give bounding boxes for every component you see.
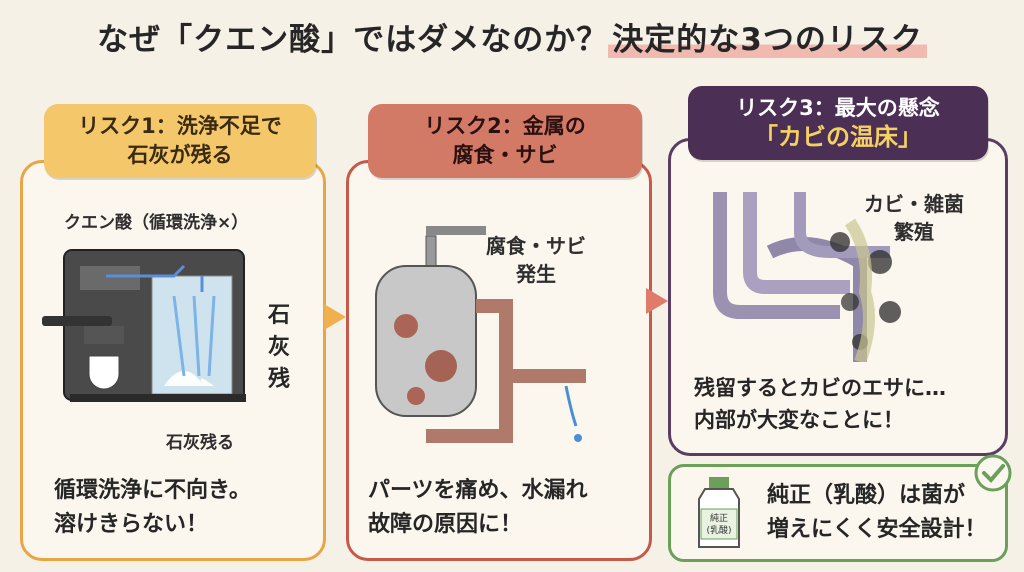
risk3-desc-line1: 残留するとカビのエサに…	[694, 376, 946, 400]
moldy-pipes-illustration	[713, 192, 901, 362]
risk2-label: 腐食・サビ 発生	[486, 232, 586, 288]
risk1-header-line2: 石灰が残る	[127, 143, 233, 167]
bottle-icon: 純正 (乳酸)	[698, 477, 740, 548]
page-title: なぜ「クエン酸」ではダメなのか？決定的な3つのリスク	[0, 14, 1024, 59]
risk2-desc-line2: 故障の原因に！	[368, 512, 523, 537]
solution-text-line1: 純正（乳酸）は菌が	[767, 483, 966, 508]
risk3-label: カビ・雑菌 繁殖	[864, 190, 964, 246]
solution-box: 純正 (乳酸) 純正（乳酸）は菌が 増えにくく安全設計！	[668, 454, 1012, 562]
risk3-header-line2: 「カビの温床」	[754, 123, 922, 151]
arrow-right-icon	[324, 304, 346, 330]
solution-text-line2: 増えにくく安全設計！	[767, 517, 987, 542]
risk1-citric-label: クエン酸（循環洗浄×）	[64, 213, 249, 233]
title-part1: なぜ「クエン酸」ではダメなのか？	[97, 22, 609, 58]
coffee-machine-illustration	[42, 249, 246, 402]
bottle-label-line2: (乳酸)	[706, 524, 731, 536]
risk2-header: リスク2：金属の 腐食・サビ	[368, 104, 642, 178]
risk2-header-line1: リスク2：金属の	[424, 114, 586, 138]
risk3-label-line1: カビ・雑菌	[864, 192, 964, 216]
risk3-desc-line2: 内部が大変なことに！	[694, 408, 904, 432]
risk2-header-line2: 腐食・サビ	[452, 143, 558, 167]
title-part2: 決定的な3つのリスク	[608, 22, 927, 58]
solution-text: 純正（乳酸）は菌が 増えにくく安全設計！	[767, 479, 987, 547]
check-icon	[974, 454, 1012, 492]
risk3-header-line1: リスク3：最大の懸念	[736, 96, 940, 120]
risk1-vertical-label: 石灰残	[267, 303, 290, 392]
risk3-label-line2: 繁殖	[894, 220, 934, 244]
risk1-header-line1: リスク1：洗浄不足で	[78, 114, 282, 138]
risk2-label-line1: 腐食・サビ	[486, 234, 586, 258]
risk1-header: リスク1：洗浄不足で 石灰が残る	[44, 104, 316, 178]
bottle-label-line1: 純正	[710, 512, 728, 524]
risk3-description: 残留するとカビのエサに… 内部が大変なことに！	[694, 372, 946, 436]
risk2-desc-line1: パーツを痛め、水漏れ	[368, 478, 588, 503]
arrow-right-icon	[646, 288, 668, 314]
risk3-header: リスク3：最大の懸念 「カビの温床」	[688, 86, 988, 160]
rusted-boiler-illustration	[375, 226, 586, 443]
risk1-desc-line2: 溶けきらない！	[54, 512, 209, 537]
risk2-description: パーツを痛め、水漏れ 故障の原因に！	[368, 474, 588, 542]
risk1-bottom-label: 石灰残る	[166, 433, 234, 453]
risk1-desc-line1: 循環洗浄に不向き。	[54, 478, 251, 503]
risk2-label-line2: 発生	[516, 262, 556, 286]
risk1-description: 循環洗浄に不向き。 溶けきらない！	[54, 474, 251, 542]
